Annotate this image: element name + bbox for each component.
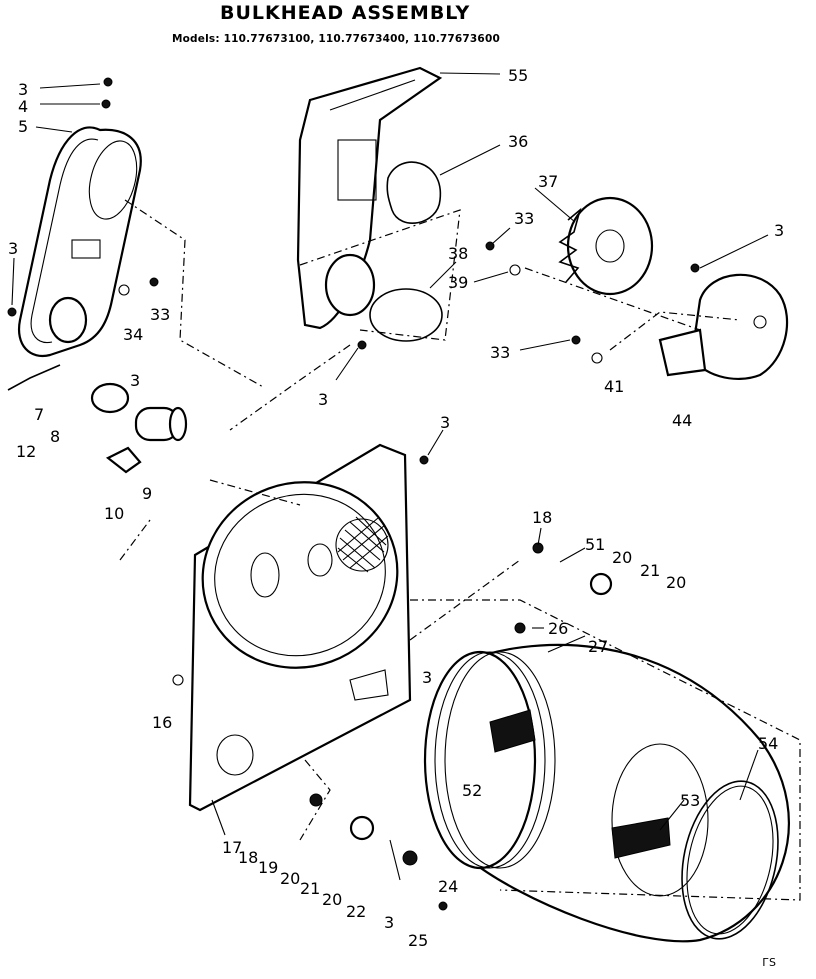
callout-10: 10 [104,504,124,523]
callout-8: 8 [50,427,60,446]
callout-54: 54 [758,734,778,753]
models-subtitle: Models: 110.77673100, 110.77673400, 110.… [172,33,500,45]
callout-9: 9 [142,484,152,503]
callout-53: 53 [680,791,700,810]
callout-38: 38 [448,244,468,263]
callout-17: 17 [222,838,242,857]
part-37-blower-wheel [558,196,654,296]
callout-3: 3 [422,668,432,687]
callout-36: 36 [508,132,528,151]
callout-3: 3 [18,80,28,99]
part-38-ring [369,288,443,342]
callout-33: 33 [150,305,170,324]
callout-20: 20 [280,869,300,888]
callout-25: 25 [408,931,428,950]
callout-18: 18 [238,848,258,867]
callout-3: 3 [318,390,328,409]
callout-3: 3 [130,371,140,390]
callout-21: 21 [300,879,320,898]
callout-39: 39 [448,273,468,292]
assembly-lines [119,199,801,901]
callout-26: 26 [548,619,568,638]
callout-22: 22 [346,902,366,921]
callout-21: 21 [640,561,660,580]
callout-34: 34 [123,325,143,344]
part-21-roller [349,572,613,841]
part-55-duct [296,66,443,330]
callout-52: 52 [462,781,482,800]
callout-18: 18 [532,508,552,527]
callout-4: 4 [18,97,28,116]
callout-3: 3 [8,239,18,258]
callout-labels: 3 4 5 3 33 34 12 7 3 8 10 9 55 36 37 33 … [8,66,784,950]
callout-27: 27 [588,637,608,656]
part-9-clip [105,446,142,474]
callout-20: 20 [666,573,686,592]
callout-41: 41 [604,377,624,396]
callout-24: 24 [438,877,458,896]
callout-19: 19 [258,858,278,877]
callout-3: 3 [774,221,784,240]
callout-7: 7 [34,405,44,424]
part-44-blower-housing [658,273,789,380]
callout-44: 44 [672,411,692,430]
part-12-bracket [7,364,61,391]
corner-mark: ГЅ [762,956,776,969]
leader-lines [11,72,769,881]
part-7-plug [90,382,130,414]
callout-16: 16 [152,713,172,732]
callout-20: 20 [322,890,342,909]
callout-33: 33 [490,343,510,362]
callout-12: 12 [16,442,36,461]
callout-33: 33 [514,209,534,228]
part-8-sensor [134,406,188,442]
part-27-drum [423,643,790,943]
small-hardware [7,77,700,911]
callout-37: 37 [538,172,558,191]
part-36-seal [386,161,441,224]
callout-55: 55 [508,66,528,85]
part-5-cover [17,126,142,358]
callout-5: 5 [18,117,28,136]
callout-20: 20 [612,548,632,567]
callout-3: 3 [440,413,450,432]
callout-51: 51 [585,535,605,554]
page-title: BULKHEAD ASSEMBLY [220,2,471,24]
callout-3: 3 [384,913,394,932]
part-17-bulkhead-panel [188,443,412,812]
